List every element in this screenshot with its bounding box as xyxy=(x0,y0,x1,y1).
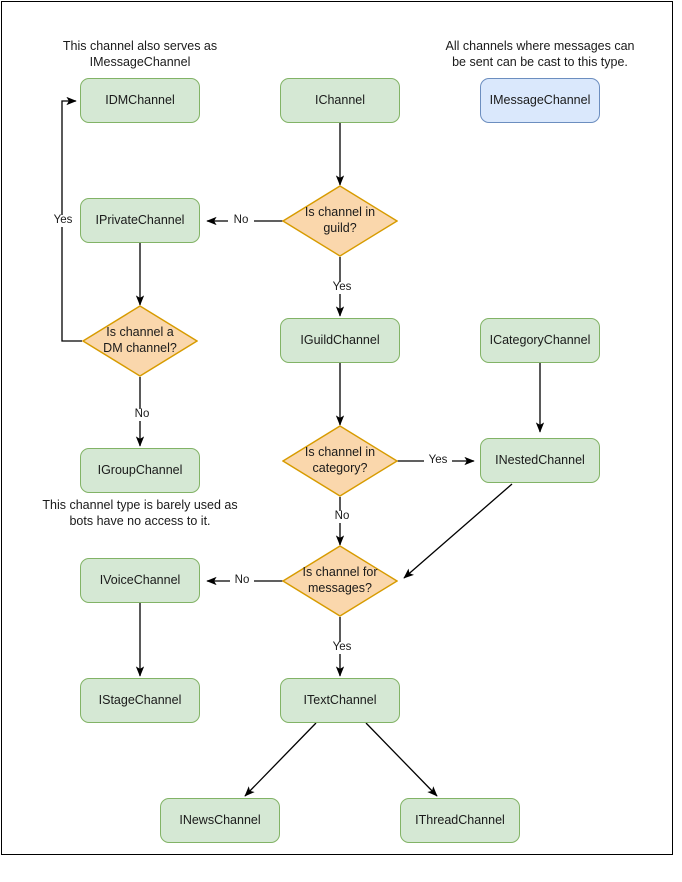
node-ivoice-channel-label: IVoiceChannel xyxy=(99,572,181,587)
node-inested-channel-label: INestedChannel xyxy=(495,452,585,467)
note-dm-channel: This channel also serves as IMessageChan… xyxy=(62,39,218,70)
node-iguild-channel-label: IGuildChannel xyxy=(300,332,380,347)
node-guild-decision[interactable]: Is channel in guild? xyxy=(282,185,398,257)
node-inews-channel[interactable]: INewsChannel xyxy=(160,798,280,843)
node-dm-decision[interactable]: Is channel a DM channel? xyxy=(82,305,198,377)
node-imessage-channel-label: IMessageChannel xyxy=(489,92,591,107)
node-igroup-channel[interactable]: IGroupChannel xyxy=(80,448,200,493)
edge-label-guild-no: No xyxy=(228,214,254,227)
node-icategory-channel-label: ICategoryChannel xyxy=(489,332,591,347)
node-istage-channel[interactable]: IStageChannel xyxy=(80,678,200,723)
edge-label-guild-yes: Yes xyxy=(328,281,356,294)
node-ichannel-label: IChannel xyxy=(314,92,366,107)
node-inews-channel-label: INewsChannel xyxy=(179,812,261,827)
edge-label-category-yes: Yes xyxy=(424,454,452,467)
node-idm-channel[interactable]: IDMChannel xyxy=(80,78,200,123)
note-message-channel: All channels where messages can be sent … xyxy=(445,39,635,70)
edge-label-messages-no: No xyxy=(230,574,254,587)
edge-label-messages-yes: Yes xyxy=(328,641,356,654)
node-imessage-channel[interactable]: IMessageChannel xyxy=(480,78,600,123)
node-category-decision[interactable]: Is channel in category? xyxy=(282,425,398,497)
node-istage-channel-label: IStageChannel xyxy=(98,692,182,707)
node-itext-channel[interactable]: ITextChannel xyxy=(280,678,400,723)
node-ivoice-channel[interactable]: IVoiceChannel xyxy=(80,558,200,603)
edge-label-dm-yes: Yes xyxy=(49,214,77,227)
node-igroup-channel-label: IGroupChannel xyxy=(97,462,183,477)
node-idm-channel-label: IDMChannel xyxy=(105,92,175,107)
note-group-channel: This channel type is barely used as bots… xyxy=(42,498,238,529)
edge-label-category-no: No xyxy=(330,510,354,523)
node-inested-channel[interactable]: INestedChannel xyxy=(480,438,600,483)
node-messages-decision-label: Is channel for messages? xyxy=(302,565,378,595)
node-iprivate-channel[interactable]: IPrivateChannel xyxy=(80,198,200,243)
node-ithread-channel-label: IThreadChannel xyxy=(415,812,505,827)
node-icategory-channel[interactable]: ICategoryChannel xyxy=(480,318,600,363)
node-messages-decision[interactable]: Is channel for messages? xyxy=(282,545,398,617)
node-ithread-channel[interactable]: IThreadChannel xyxy=(400,798,520,843)
node-category-decision-label: Is channel in category? xyxy=(304,445,376,475)
node-iguild-channel[interactable]: IGuildChannel xyxy=(280,318,400,363)
edge-label-dm-no: No xyxy=(130,408,154,421)
node-itext-channel-label: ITextChannel xyxy=(303,692,377,707)
node-ichannel[interactable]: IChannel xyxy=(280,78,400,123)
node-guild-decision-label: Is channel in guild? xyxy=(304,205,376,235)
node-iprivate-channel-label: IPrivateChannel xyxy=(95,212,185,227)
node-dm-decision-label: Is channel a DM channel? xyxy=(103,325,177,355)
